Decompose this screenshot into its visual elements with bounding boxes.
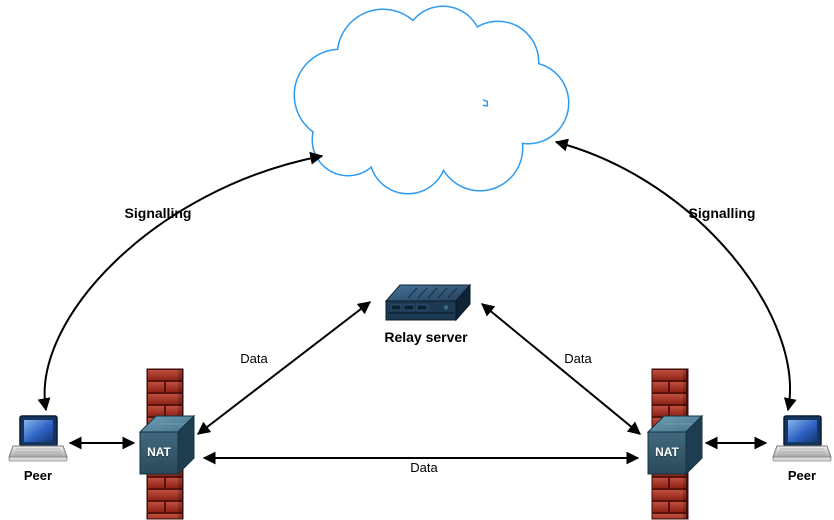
peer-left-label: Peer: [23, 468, 53, 483]
nat-cube-left-icon: [138, 414, 196, 476]
peer-right-label: Peer: [787, 468, 817, 483]
nat-cube-right-icon: [646, 414, 704, 476]
data-upper-right-label: Data: [564, 351, 592, 366]
nat-right-label: NAT: [655, 445, 679, 459]
relay-server-label: Relay server: [384, 329, 468, 345]
laptop-left-icon: [8, 415, 68, 462]
signalling-arrow-right: [554, 138, 797, 412]
relay-server-icon: [384, 283, 472, 322]
cloud-icon: [293, 5, 570, 195]
laptop-right-icon: [772, 415, 832, 462]
signalling-arrow-left: [37, 151, 324, 412]
signalling-left-label: Signalling: [124, 205, 192, 221]
nat-left-label: NAT: [147, 445, 171, 459]
data-arrow-right: [480, 303, 642, 435]
data-arrow-left: [196, 301, 372, 435]
data-bottom-label: Data: [410, 460, 438, 475]
signalling-right-label: Signalling: [688, 205, 756, 221]
data-upper-left-label: Data: [240, 351, 268, 366]
